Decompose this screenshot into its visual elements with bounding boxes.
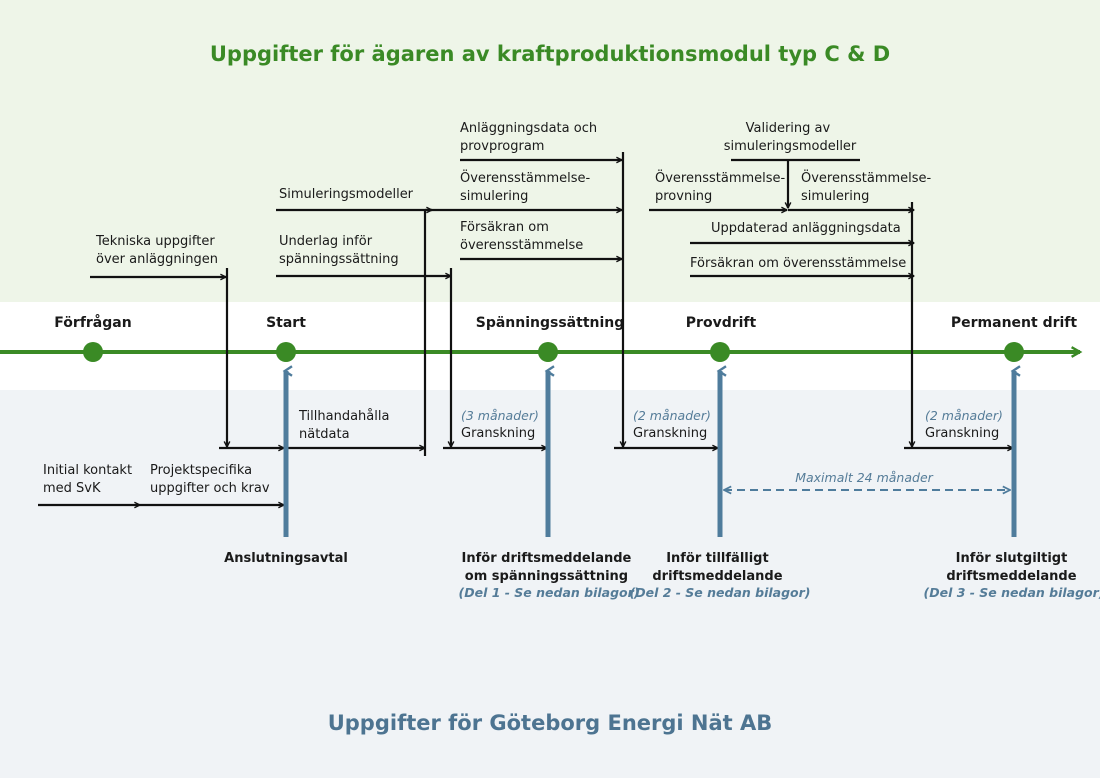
granskning-2-label: Granskning [633, 426, 707, 441]
task-tillhandahalla: Tillhandahålla nätdata [298, 409, 394, 442]
operator-title: Uppgifter för Göteborg Energi Nät AB [328, 711, 773, 735]
task-underlag: Underlag inför spänningssättning [279, 234, 399, 267]
task-overens-sim-2: Överensstämmelse- simulering [801, 169, 935, 204]
owner-title: Uppgifter för ägaren av kraftproduktions… [210, 42, 890, 66]
granskning-1-label: Granskning [461, 426, 535, 441]
task-validering: Validering av simuleringsmodeller [724, 121, 857, 154]
operator-deliverable-arrows [282, 365, 1021, 537]
operator-flow-lines [38, 448, 1013, 505]
milestone-label-start: Start [266, 315, 306, 331]
task-forsakran-1: Försäkran om överensstämmelse [460, 220, 583, 253]
task-initial: Initial kontakt med SvK [43, 463, 136, 496]
milestone-label-provdrift: Provdrift [686, 315, 757, 331]
task-forsakran-2: Försäkran om överensstämmelse [690, 256, 906, 271]
milestone-label-forfragan: Förfrågan [54, 314, 131, 331]
task-overens-sim-1: Överensstämmelse- simulering [460, 169, 594, 204]
granskning-2-duration: (2 månader) [633, 408, 711, 423]
milestone-dot-start [276, 342, 296, 362]
task-tekniska: Tekniska uppgifter över anläggningen [95, 234, 219, 267]
milestone-label-permanent: Permanent drift [951, 315, 1078, 331]
task-projekt: Projektspecifika uppgifter och krav [150, 463, 270, 496]
milestone-dot-provdrift [710, 342, 730, 362]
milestone-dot-forfragan [83, 342, 103, 362]
granskning-3-duration: (2 månader) [925, 408, 1003, 423]
task-uppdaterad: Uppdaterad anläggningsdata [711, 221, 901, 236]
granskning-3-label: Granskning [925, 426, 999, 441]
owner-flow-lines [90, 152, 914, 456]
owner-band [0, 0, 1100, 302]
milestone-dot-spanningssattning [538, 342, 558, 362]
milestone-dot-permanent [1004, 342, 1024, 362]
max-duration-label: Maximalt 24 månader [795, 470, 933, 485]
task-overens-prov: Överensstämmelse- provning [655, 169, 789, 204]
task-anslutningsavtal: Anslutningsavtal [224, 551, 348, 566]
infor-2: Inför tillfälligt driftsmeddelande (Del … [630, 547, 811, 600]
infor-3: Inför slutgiltigt driftsmeddelande (Del … [924, 547, 1100, 600]
infor-1: Inför driftsmeddelande om spänningssättn… [459, 547, 640, 600]
task-anlaggningsdata: Anläggningsdata och provprogram [460, 121, 601, 154]
granskning-1-duration: (3 månader) [461, 408, 539, 423]
task-simuleringsmodeller: Simuleringsmodeller [279, 187, 414, 202]
milestone-label-spanningssattning: Spänningssättning [476, 315, 625, 331]
